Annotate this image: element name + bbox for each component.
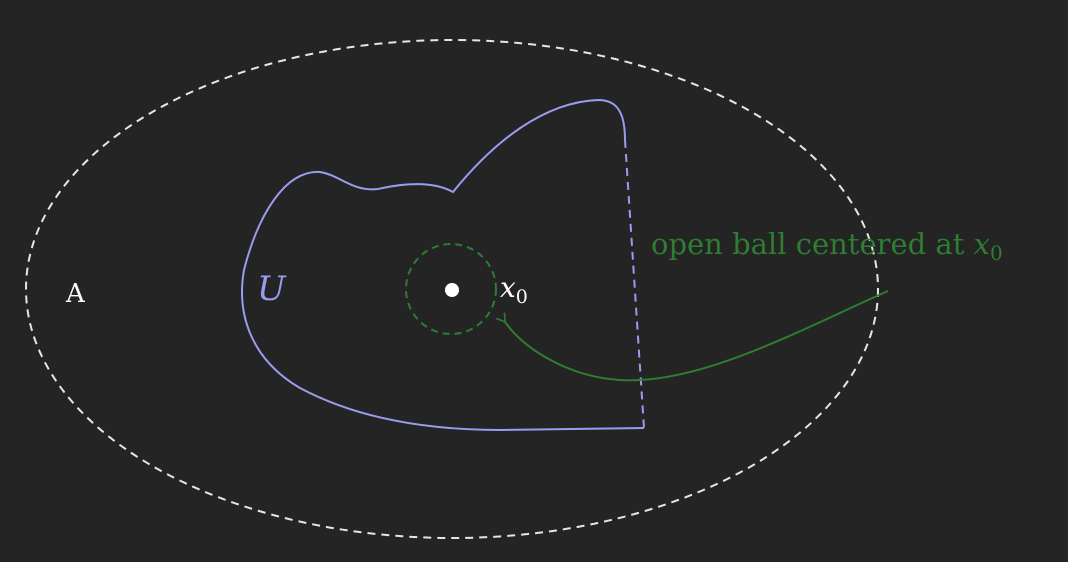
label-point-x0: x0 <box>500 271 528 308</box>
annotation-var: x <box>974 227 990 261</box>
annotation-label: open ball centered at x0 <box>651 227 1003 265</box>
set-u-boundary-dashed <box>624 139 645 429</box>
label-point-sub: 0 <box>516 286 528 308</box>
label-set-a: A <box>65 279 86 309</box>
set-a-boundary <box>25 39 879 539</box>
point-x0 <box>445 283 459 297</box>
annotation-sub: 0 <box>990 241 1003 265</box>
annotation-text: open ball centered at <box>651 227 974 261</box>
set-u-boundary-solid <box>241 98 645 432</box>
open-ball <box>405 243 497 335</box>
label-set-u: U <box>257 269 287 309</box>
label-point-var: x <box>500 271 516 304</box>
annotation-arrow <box>495 290 889 382</box>
